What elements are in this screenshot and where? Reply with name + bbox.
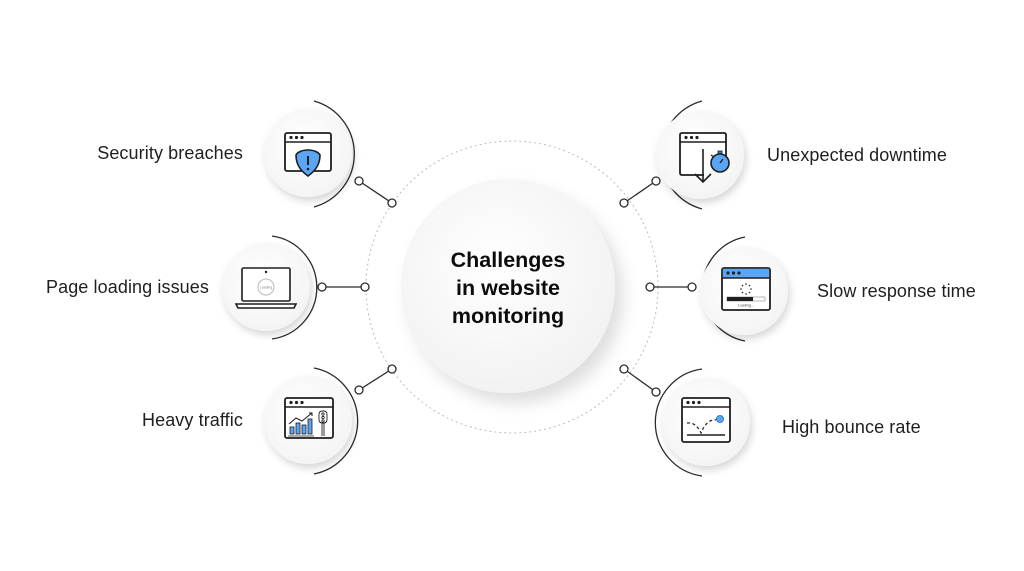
center-title-line-2: in website: [456, 276, 560, 300]
center-circle: [401, 179, 615, 393]
connector-bounce: [623, 368, 657, 393]
center-title: Challenges in website monitoring: [408, 246, 608, 330]
bounce-ball-icon: [681, 397, 731, 443]
laptop-loading-text: Loading: [260, 286, 273, 290]
connector-traffic: [358, 368, 393, 391]
connectors: [322, 180, 692, 393]
node: [651, 176, 661, 186]
label-slow-response-time: Slow response time: [817, 281, 976, 301]
node: [354, 176, 364, 186]
center-title-line-1: Challenges: [450, 248, 566, 272]
node: [619, 198, 629, 208]
connector-security: [358, 180, 393, 204]
label-high-bounce-rate: High bounce rate: [782, 417, 921, 437]
node: [317, 282, 327, 292]
traffic-chart-icon: [284, 397, 334, 439]
node: [387, 364, 397, 374]
loading-browser-icon: Loading...: [721, 267, 771, 311]
node: [354, 385, 364, 395]
connector-nodes: [317, 176, 697, 397]
node: [687, 282, 697, 292]
node: [387, 198, 397, 208]
label-security-breaches: Security breaches: [97, 143, 243, 163]
label-page-loading-issues: Page loading issues: [45, 277, 209, 297]
arc-security: [313, 100, 355, 208]
label-heavy-traffic: Heavy traffic: [141, 410, 243, 430]
arc-bounce: [654, 368, 703, 477]
node: [645, 282, 655, 292]
node: [619, 364, 629, 374]
shield-warning-icon: [284, 132, 332, 177]
arc-page-loading: [271, 235, 318, 340]
loading-text: Loading...: [738, 304, 754, 308]
laptop-loading-icon: Loading: [234, 267, 298, 309]
center-title-line-3: monitoring: [451, 304, 565, 328]
node: [651, 387, 661, 397]
connector-downtime: [623, 180, 657, 204]
stopwatch-down-icon: [679, 132, 730, 184]
node: [360, 282, 370, 292]
arc-traffic: [313, 367, 359, 475]
label-unexpected-downtime: Unexpected downtime: [767, 145, 948, 165]
